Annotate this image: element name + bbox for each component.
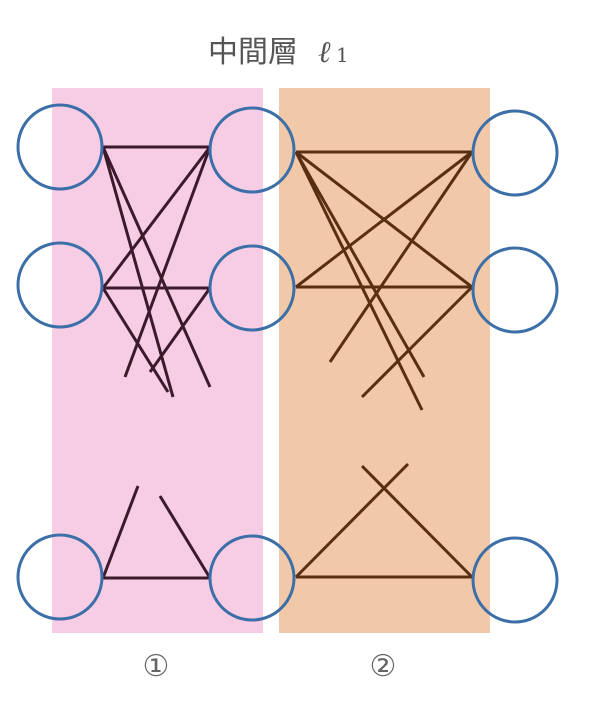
input-neuron-2 xyxy=(16,241,104,329)
edge-l-11 xyxy=(158,495,212,579)
left-connections xyxy=(101,145,212,580)
right-connections xyxy=(294,150,474,579)
input-neuron-1 xyxy=(16,103,104,191)
title-text: 中間層 xyxy=(208,35,298,70)
output-neuron-2 xyxy=(471,246,559,334)
edge-l-4 xyxy=(101,146,212,289)
hidden-neuron-1 xyxy=(208,106,296,194)
edge-r-11 xyxy=(360,464,474,579)
diagram-title: 中間層 ℓ 1 xyxy=(208,35,349,70)
edge-l-5 xyxy=(123,146,212,378)
edge-l-2 xyxy=(101,146,212,388)
title-subscript: 1 xyxy=(336,43,349,67)
neurons xyxy=(16,103,559,624)
edge-l-7 xyxy=(101,287,170,393)
panel-label-2: ② xyxy=(370,649,397,684)
output-neuron-n xyxy=(471,536,559,624)
edge-r-6 xyxy=(328,151,474,363)
hidden-neuron-n xyxy=(208,534,296,622)
edge-r-5 xyxy=(295,150,473,289)
edge-r-4 xyxy=(294,151,426,378)
edge-r-8 xyxy=(360,285,474,399)
edge-r-10 xyxy=(294,462,410,579)
input-neuron-n xyxy=(16,533,104,621)
edge-l-10 xyxy=(101,485,140,579)
hidden-neuron-2 xyxy=(208,244,296,332)
panel-label-1: ① xyxy=(143,649,170,684)
edge-l-8 xyxy=(148,287,212,373)
edge-r-3 xyxy=(294,151,424,411)
output-neuron-1 xyxy=(471,109,559,197)
title-variable: ℓ xyxy=(318,35,331,70)
